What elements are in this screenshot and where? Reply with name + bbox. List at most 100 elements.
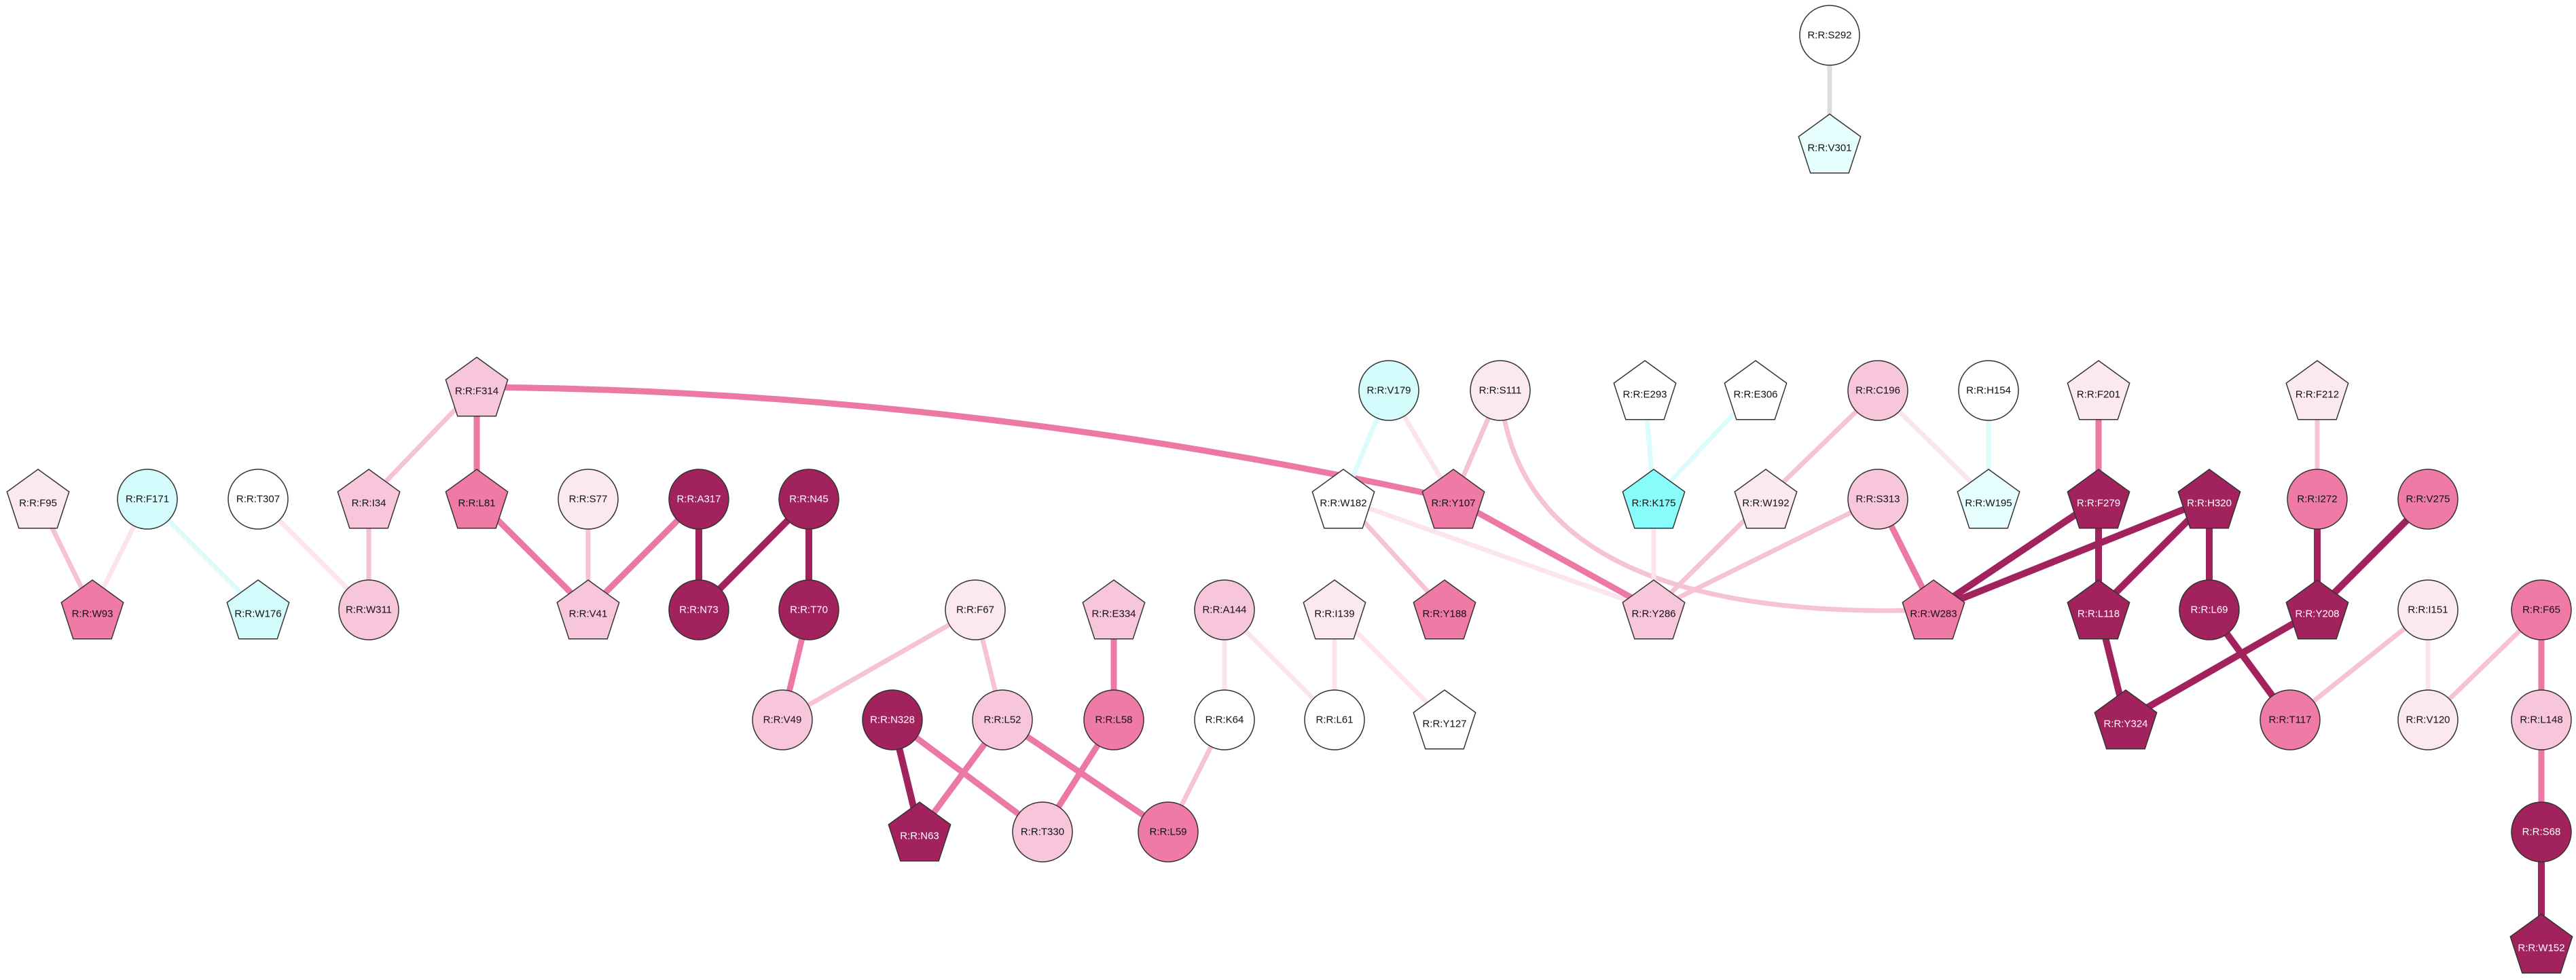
edge-w182-y286 — [1341, 496, 1656, 613]
residue-node-i139[interactable]: R:R:I139 — [1303, 579, 1366, 640]
residue-node-t70[interactable]: R:R:T70 — [778, 579, 839, 640]
residue-node-c196[interactable]: R:R:C196 — [1847, 360, 1908, 421]
residue-node-t117[interactable]: R:R:T117 — [2260, 689, 2321, 750]
residue-node-n63[interactable]: R:R:N63 — [888, 801, 951, 862]
node-label: R:R:L148 — [2520, 714, 2562, 726]
residue-node-w192[interactable]: R:R:W192 — [1734, 469, 1798, 529]
residue-node-w283[interactable]: R:R:W283 — [1902, 579, 1965, 640]
node-label: R:R:L58 — [1095, 714, 1132, 726]
residue-node-f95[interactable]: R:R:F95 — [6, 469, 70, 529]
residue-node-s313[interactable]: R:R:S313 — [1847, 469, 1908, 530]
residue-node-y127[interactable]: R:R:Y127 — [1413, 689, 1476, 750]
residue-node-s77[interactable]: R:R:S77 — [558, 469, 619, 530]
residue-node-a144[interactable]: R:R:A144 — [1194, 579, 1255, 640]
circle-shape — [1847, 360, 1908, 421]
node-label: R:R:I139 — [1314, 609, 1354, 620]
residue-node-w182[interactable]: R:R:W182 — [1311, 469, 1375, 529]
residue-node-n73[interactable]: R:R:N73 — [668, 579, 729, 640]
pentagon-shape — [2067, 469, 2130, 529]
residue-node-v49[interactable]: R:R:V49 — [752, 689, 813, 750]
node-label: R:R:W283 — [1910, 609, 1957, 620]
residue-node-f314[interactable]: R:R:F314 — [445, 357, 509, 417]
pentagon-shape — [1622, 469, 1686, 529]
residue-node-l148[interactable]: R:R:L148 — [2511, 689, 2572, 750]
residue-node-v41[interactable]: R:R:V41 — [556, 579, 620, 640]
residue-node-w311[interactable]: R:R:W311 — [338, 579, 399, 640]
node-label: R:R:W192 — [1742, 498, 1789, 509]
residue-node-y286[interactable]: R:R:Y286 — [1622, 579, 1686, 640]
residue-node-w176[interactable]: R:R:W176 — [226, 579, 290, 640]
circle-shape — [2260, 689, 2321, 750]
residue-node-s111[interactable]: R:R:S111 — [1470, 360, 1531, 421]
residue-node-v301[interactable]: R:R:V301 — [1798, 113, 1862, 174]
residue-node-s292[interactable]: R:R:S292 — [1799, 5, 1860, 66]
pentagon-shape — [1957, 469, 2020, 529]
residue-node-i34[interactable]: R:R:I34 — [337, 469, 401, 529]
residue-node-l58[interactable]: R:R:L58 — [1083, 689, 1144, 750]
residue-node-t330[interactable]: R:R:T330 — [1012, 801, 1073, 863]
pentagon-shape — [888, 801, 951, 862]
pentagon-shape — [1082, 579, 1146, 640]
residue-node-v120[interactable]: R:R:V120 — [2397, 689, 2459, 750]
residue-node-l69[interactable]: R:R:L69 — [2179, 579, 2240, 640]
residue-node-k64[interactable]: R:R:K64 — [1194, 689, 1255, 750]
residue-node-e306[interactable]: R:R:E306 — [1724, 360, 1788, 420]
circle-shape — [1847, 469, 1908, 530]
residue-node-v179[interactable]: R:R:V179 — [1358, 360, 1419, 421]
pentagon-shape — [2067, 360, 2130, 420]
residue-node-e334[interactable]: R:R:E334 — [1082, 579, 1146, 640]
residue-node-f65[interactable]: R:R:F65 — [2511, 579, 2572, 640]
node-label: R:R:S68 — [2522, 827, 2561, 838]
residue-node-l118[interactable]: R:R:L118 — [2067, 579, 2130, 640]
residue-node-a317[interactable]: R:R:A317 — [668, 469, 729, 530]
residue-node-l52[interactable]: R:R:L52 — [972, 689, 1033, 750]
residue-node-w195[interactable]: R:R:W195 — [1957, 469, 2020, 529]
node-label: R:R:Y127 — [1422, 719, 1466, 730]
circle-shape — [1304, 689, 1365, 750]
node-label: R:R:S111 — [1479, 385, 1522, 397]
node-label: R:R:E306 — [1733, 389, 1777, 401]
pentagon-shape — [1724, 360, 1788, 420]
circle-shape — [2511, 801, 2572, 863]
residue-node-h320[interactable]: R:R:H320 — [2177, 469, 2241, 529]
residue-node-f279[interactable]: R:R:F279 — [2067, 469, 2130, 529]
circle-shape — [2287, 469, 2348, 530]
residue-node-l59[interactable]: R:R:L59 — [1138, 801, 1199, 863]
edge-y208-y324 — [2122, 606, 2321, 723]
residue-node-v275[interactable]: R:R:V275 — [2397, 469, 2459, 530]
node-label: R:R:W152 — [2518, 943, 2564, 954]
circle-shape — [972, 689, 1033, 750]
residue-node-f201[interactable]: R:R:F201 — [2067, 360, 2130, 420]
residue-node-s68[interactable]: R:R:S68 — [2511, 801, 2572, 863]
node-label: R:R:F67 — [956, 604, 994, 616]
circle-shape — [1194, 689, 1255, 750]
residue-node-i272[interactable]: R:R:I272 — [2287, 469, 2348, 530]
residue-node-t307[interactable]: R:R:T307 — [228, 469, 289, 530]
residue-node-i151[interactable]: R:R:I151 — [2397, 579, 2459, 640]
edge-y107-y286 — [1450, 496, 1657, 613]
residue-node-y208[interactable]: R:R:Y208 — [2285, 579, 2349, 640]
residue-node-w152[interactable]: R:R:W152 — [2509, 913, 2573, 974]
residue-node-e293[interactable]: R:R:E293 — [1613, 360, 1677, 420]
residue-node-l61[interactable]: R:R:L61 — [1304, 689, 1365, 750]
residue-node-f171[interactable]: R:R:F171 — [117, 469, 178, 530]
residue-node-y324[interactable]: R:R:Y324 — [2094, 689, 2158, 750]
residue-node-n328[interactable]: R:R:N328 — [862, 689, 923, 750]
node-label: R:R:T330 — [1021, 827, 1064, 838]
residue-node-y188[interactable]: R:R:Y188 — [1413, 579, 1476, 640]
residue-node-n45[interactable]: R:R:N45 — [778, 469, 839, 530]
edge-h320-w283 — [1930, 496, 2213, 613]
residue-node-h154[interactable]: R:R:H154 — [1958, 360, 2019, 421]
residue-node-l81[interactable]: R:R:L81 — [445, 469, 509, 529]
residue-node-w93[interactable]: R:R:W93 — [60, 579, 124, 640]
pentagon-shape — [445, 469, 509, 529]
node-label: R:R:I34 — [352, 498, 386, 509]
circle-shape — [1799, 5, 1860, 66]
residue-node-k175[interactable]: R:R:K175 — [1622, 469, 1686, 529]
node-label: R:R:F212 — [2296, 389, 2339, 401]
node-label: R:R:Y188 — [1422, 609, 1466, 620]
residue-node-y107[interactable]: R:R:Y107 — [1421, 469, 1485, 529]
circle-shape — [2397, 579, 2459, 640]
residue-node-f212[interactable]: R:R:F212 — [2285, 360, 2349, 420]
residue-node-f67[interactable]: R:R:F67 — [945, 579, 1006, 640]
